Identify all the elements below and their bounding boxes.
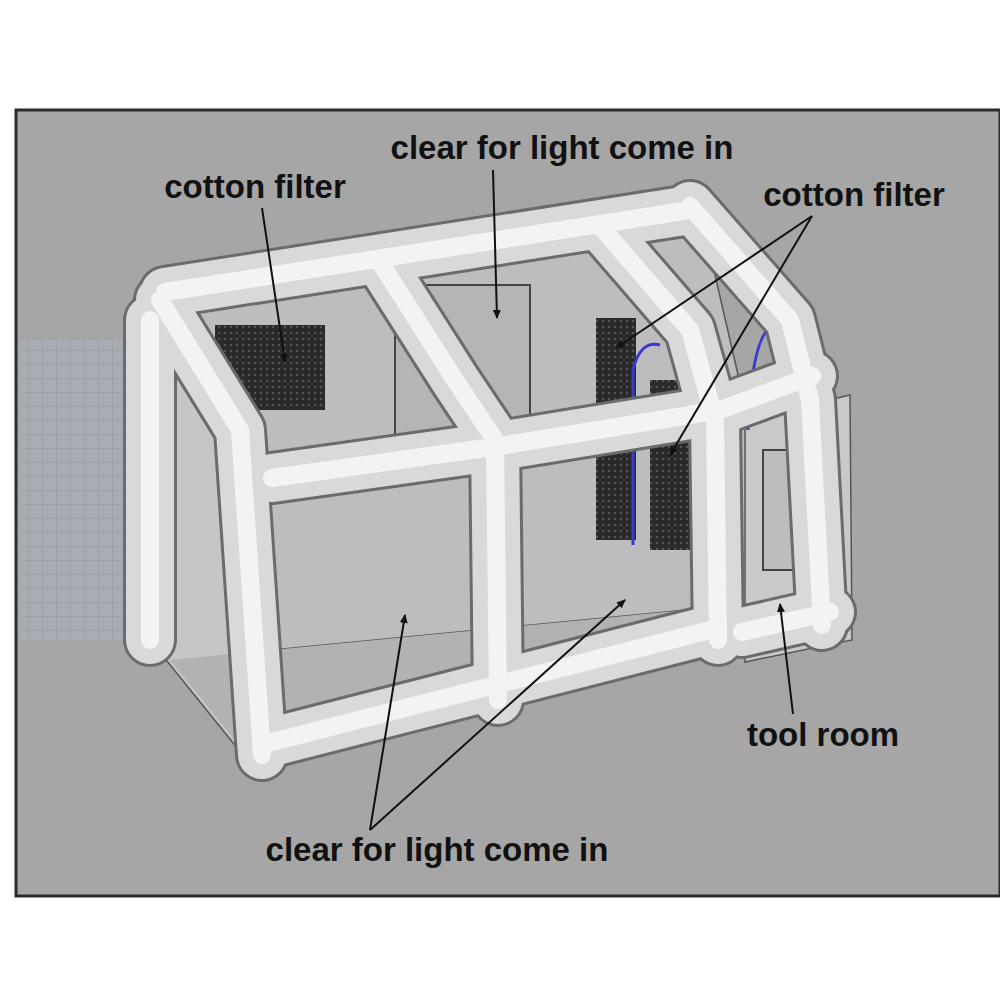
callout-label: cotton filter	[164, 169, 345, 205]
callout-label: cotton filter	[763, 177, 944, 213]
callout-label: clear for light come in	[391, 130, 734, 166]
callout-label: tool room	[747, 717, 899, 753]
inflatable-tubes	[150, 206, 830, 755]
background-panel	[16, 110, 1000, 896]
leader-lines	[262, 170, 812, 830]
callout-label: clear for light come in	[266, 832, 609, 868]
inflatable-tubes	[150, 206, 830, 755]
tube-highlight	[150, 206, 830, 755]
